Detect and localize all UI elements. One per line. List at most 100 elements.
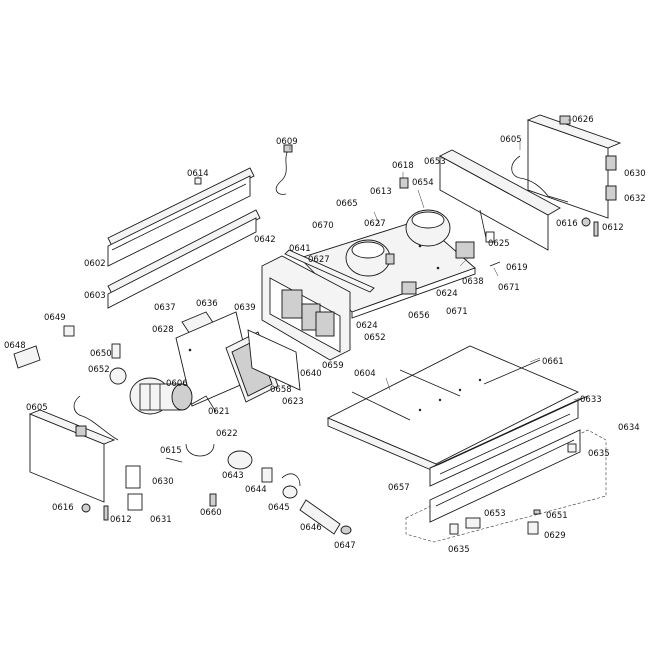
screw-0612-upper (593, 221, 599, 237)
insert-0653 (465, 517, 481, 529)
screw-0651 (533, 509, 541, 515)
label-0605-lower: 0605 (26, 403, 48, 413)
label-0623: 0623 (282, 397, 304, 407)
label-0671-lower: 0671 (446, 307, 468, 317)
label-0616-lower: 0616 (52, 503, 74, 513)
cap-0647 (340, 525, 352, 535)
screw-0616-lower (81, 503, 91, 513)
label-0630-upper: 0630 (624, 169, 646, 179)
compressor-0654 (405, 209, 495, 259)
part-labels: 0614 0609 0602 0603 0605 0626 0618 0653 … (4, 115, 646, 555)
label-0653: 0653 (424, 157, 446, 167)
label-0641: 0641 (289, 244, 311, 254)
power-cord-0609 (275, 144, 293, 195)
clip-0635-bottom (449, 523, 459, 535)
label-0621: 0621 (208, 407, 230, 417)
panel-0639 (247, 329, 301, 391)
label-0606: 0606 (166, 379, 188, 389)
label-0646: 0646 (300, 523, 322, 533)
label-0618: 0618 (392, 161, 414, 171)
label-0631: 0631 (150, 515, 172, 525)
wire-0615 (165, 457, 183, 463)
relay-0618 (399, 177, 409, 189)
compressor-0665 (345, 239, 395, 277)
label-0630-lower: 0630 (152, 477, 174, 487)
control-frame-0642 (261, 255, 351, 361)
label-0636: 0636 (196, 299, 218, 309)
bracket-0621 (191, 395, 217, 413)
label-0628: 0628 (152, 325, 174, 335)
label-0661: 0661 (542, 357, 564, 367)
label-0651: 0651 (546, 511, 568, 521)
clip-0649 (63, 325, 75, 337)
label-0625: 0625 (488, 239, 510, 249)
side-rail-0603 (107, 209, 261, 309)
capacitor-0643 (227, 450, 253, 470)
label-0652-upper: 0652 (364, 333, 386, 343)
label-0613: 0613 (370, 187, 392, 197)
end-panel-lower (28, 395, 119, 503)
label-0637: 0637 (154, 303, 176, 313)
label-0660: 0660 (200, 508, 222, 518)
label-0671-upper: 0671 (498, 283, 520, 293)
fan-motor-0606 (129, 377, 193, 415)
label-0619: 0619 (506, 263, 528, 273)
label-0658: 0658 (270, 385, 292, 395)
label-0650: 0650 (90, 349, 112, 359)
label-0665: 0665 (336, 199, 358, 209)
label-0632: 0632 (624, 194, 646, 204)
label-0653-lower: 0653 (484, 509, 506, 519)
grille-front (429, 429, 581, 523)
bracket-0631 (127, 493, 143, 511)
label-0652-lower: 0652 (88, 365, 110, 375)
label-0643: 0643 (222, 471, 244, 481)
fan-shroud-0622 (185, 443, 215, 457)
label-0640: 0640 (300, 369, 322, 379)
label-0627-upper: 0627 (364, 219, 386, 229)
clip-0629 (527, 521, 539, 535)
bracket-0630-lower (125, 465, 141, 489)
label-0638: 0638 (462, 277, 484, 287)
label-0624-lower: 0624 (356, 321, 378, 331)
bracket-0641 (284, 249, 375, 293)
harness-0645 (281, 473, 301, 499)
label-0634: 0634 (618, 423, 640, 433)
spring-0660 (209, 493, 217, 507)
label-0624-upper: 0624 (436, 289, 458, 299)
label-0659: 0659 (322, 361, 344, 371)
label-0648: 0648 (4, 341, 26, 351)
base-tray (326, 345, 580, 473)
label-0645: 0645 (268, 503, 290, 513)
relay-0638 (401, 281, 417, 295)
label-0612-upper: 0612 (602, 223, 624, 233)
screw-0619 (489, 261, 501, 267)
label-0603: 0603 (84, 291, 106, 301)
part-0652 (109, 367, 127, 385)
clip-0635-right (567, 443, 577, 453)
label-0609: 0609 (276, 137, 298, 147)
label-0635-bottom: 0635 (448, 545, 470, 555)
screw-0612-lower (103, 505, 109, 521)
kickplate-group-0634 (405, 429, 607, 543)
label-0633: 0633 (580, 395, 602, 405)
bracket-0648 (13, 345, 41, 369)
label-0615: 0615 (160, 446, 182, 456)
connector-0644 (261, 467, 273, 483)
label-0612-lower: 0612 (110, 515, 132, 525)
label-0656: 0656 (408, 311, 430, 321)
label-0635-right: 0635 (588, 449, 610, 459)
label-0627-lower: 0627 (308, 255, 330, 265)
label-0647: 0647 (334, 541, 356, 551)
screw-0616-upper (581, 217, 591, 227)
side-rail-0602 (107, 167, 255, 267)
label-0626: 0626 (572, 115, 594, 125)
leader-lines (197, 119, 581, 401)
label-0602: 0602 (84, 259, 106, 269)
end-panel-upper-0605 (511, 114, 622, 219)
label-0616-upper: 0616 (556, 219, 578, 229)
label-0654: 0654 (412, 178, 434, 188)
label-0670: 0670 (312, 221, 334, 231)
grille-0633 (429, 395, 589, 487)
label-0642: 0642 (254, 235, 276, 245)
